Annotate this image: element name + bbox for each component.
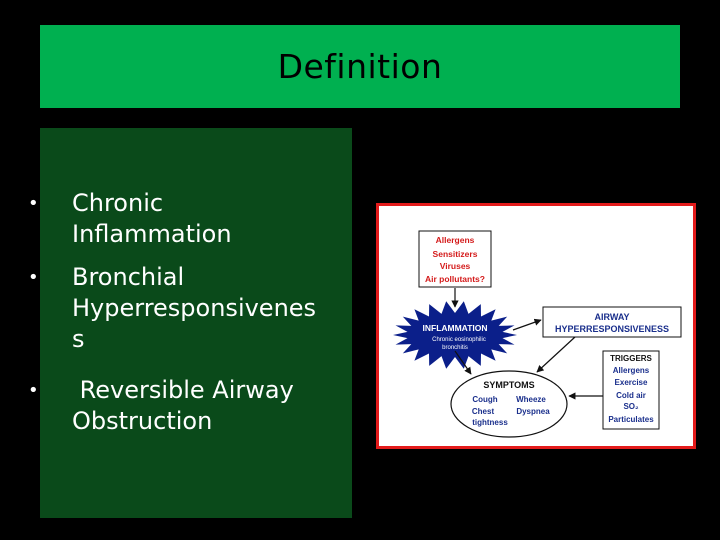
bullet-reversible-airway-obstruction: • Reversible Airway Obstruction bbox=[28, 375, 352, 437]
symptom-dyspnea: Dyspnea bbox=[516, 407, 550, 416]
symptom-wheeze: Wheeze bbox=[516, 395, 546, 404]
slide-title: Definition bbox=[277, 47, 443, 86]
trigger-particulates: Particulates bbox=[608, 415, 654, 424]
inflammation-sub2: bronchitis bbox=[442, 345, 468, 351]
symptom-tightness: tightness bbox=[472, 418, 508, 427]
trigger-cold-air: Cold air bbox=[616, 391, 646, 400]
bullet-dot: • bbox=[28, 267, 39, 288]
bullet-chronic-inflammation: • Chronic Inflammation bbox=[28, 188, 352, 250]
inflammation-label: INFLAMMATION bbox=[423, 323, 488, 333]
causes-box bbox=[418, 230, 492, 288]
bullet-line: Reversible Airway bbox=[72, 376, 294, 404]
trigger-exercise: Exercise bbox=[615, 378, 648, 387]
symptom-chest: Chest bbox=[472, 407, 495, 416]
trigger-allergens: Allergens bbox=[613, 366, 650, 375]
bullet-line: s bbox=[72, 325, 85, 353]
triggers-header: TRIGGERS bbox=[610, 354, 652, 363]
trigger-so2: SO₂ bbox=[623, 402, 639, 411]
symptom-cough: Cough bbox=[472, 395, 497, 404]
cause-air-pollutants: Air pollutants? bbox=[425, 274, 485, 284]
bullet-bronchial-hyperresponsiveness: • Bronchial Hyperresponsivenes s bbox=[28, 262, 352, 355]
title-bar: Definition bbox=[40, 25, 680, 108]
bullet-line: Obstruction bbox=[72, 407, 213, 435]
bullet-line: Hyperresponsivenes bbox=[72, 294, 317, 322]
arrow-airway-to-symptoms bbox=[536, 336, 576, 373]
arrow-inflammation-to-airway bbox=[512, 318, 542, 331]
bullet-list: • Chronic Inflammation • Bronchial Hyper… bbox=[28, 188, 352, 449]
airway-box bbox=[542, 306, 682, 338]
airway-line1: AIRWAY bbox=[594, 312, 629, 322]
inflammation-burst bbox=[393, 301, 517, 369]
inflammation-sub1: Chronic eosinophilic bbox=[432, 337, 486, 343]
bullet-panel: • Chronic Inflammation • Bronchial Hyper… bbox=[28, 128, 352, 518]
bullet-dot: • bbox=[28, 380, 39, 401]
bullet-line: Chronic bbox=[72, 189, 164, 217]
bullet-line: Inflammation bbox=[72, 220, 232, 248]
diagram-svg: Allergens Sensitizers Viruses Air pollut… bbox=[393, 230, 682, 438]
cause-viruses: Viruses bbox=[440, 261, 471, 271]
symptoms-ellipse bbox=[450, 370, 568, 438]
arrow-inflammation-to-symptoms bbox=[454, 350, 472, 375]
triggers-box bbox=[602, 350, 660, 430]
cause-sensitizers: Sensitizers bbox=[433, 249, 478, 259]
cause-allergens: Allergens bbox=[436, 235, 475, 245]
asthma-diagram: Allergens Sensitizers Viruses Air pollut… bbox=[376, 203, 696, 449]
bullet-line: Bronchial bbox=[72, 263, 185, 291]
symptoms-header: SYMPTOMS bbox=[483, 380, 534, 390]
bullet-dot: • bbox=[28, 193, 39, 214]
airway-line2: HYPERRESPONSIVENESS bbox=[555, 324, 669, 334]
